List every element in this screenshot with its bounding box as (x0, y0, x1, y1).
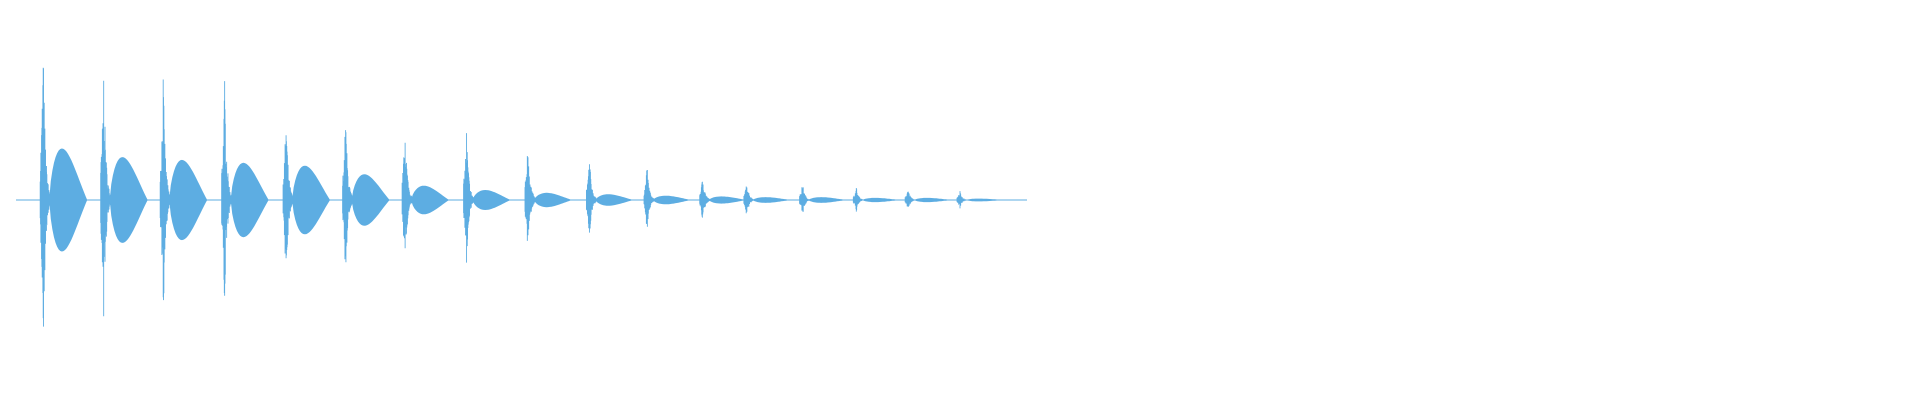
waveform-tail-16 (914, 197, 953, 203)
waveform-tail-8 (472, 190, 511, 210)
waveform-tail-14 (808, 197, 847, 203)
waveform-tail-11 (653, 195, 692, 205)
waveform-transient-2 (100, 80, 112, 317)
waveform-transient-6 (342, 130, 354, 263)
waveform-transient-5 (282, 135, 294, 259)
waveform-tail-6 (351, 174, 390, 226)
waveform-tail-12 (708, 196, 747, 204)
waveform-tail-9 (534, 192, 572, 208)
waveform-tail-17 (966, 198, 1004, 202)
waveform-transient-4 (221, 81, 233, 296)
waveform-transient-10 (585, 164, 597, 233)
waveform-transient-13 (743, 186, 755, 214)
waveform-transient-11 (643, 170, 655, 227)
waveform-tail-4 (230, 162, 269, 238)
waveform-tail-7 (411, 185, 450, 215)
waveform-transient-9 (524, 156, 536, 241)
waveform-transient-12 (699, 181, 711, 218)
waveform-transient-1 (39, 67, 51, 327)
waveform-transient-7 (401, 142, 413, 249)
waveform-transient-15 (852, 188, 864, 212)
waveform-tail-5 (292, 165, 331, 235)
waveform-tail-1 (49, 148, 88, 252)
waveform-tail-13 (752, 197, 791, 203)
waveform-transient-14 (799, 187, 811, 212)
waveform-transient-8 (463, 133, 475, 263)
waveform-tail-2 (109, 157, 148, 243)
waveform-transient-3 (159, 79, 171, 301)
waveform-signal (39, 67, 1004, 327)
waveform-tail-15 (862, 197, 901, 203)
waveform-transient-16 (904, 191, 916, 207)
waveform-tail-3 (169, 159, 208, 241)
waveform-transient-17 (956, 191, 968, 209)
waveform-tail-10 (595, 194, 634, 206)
